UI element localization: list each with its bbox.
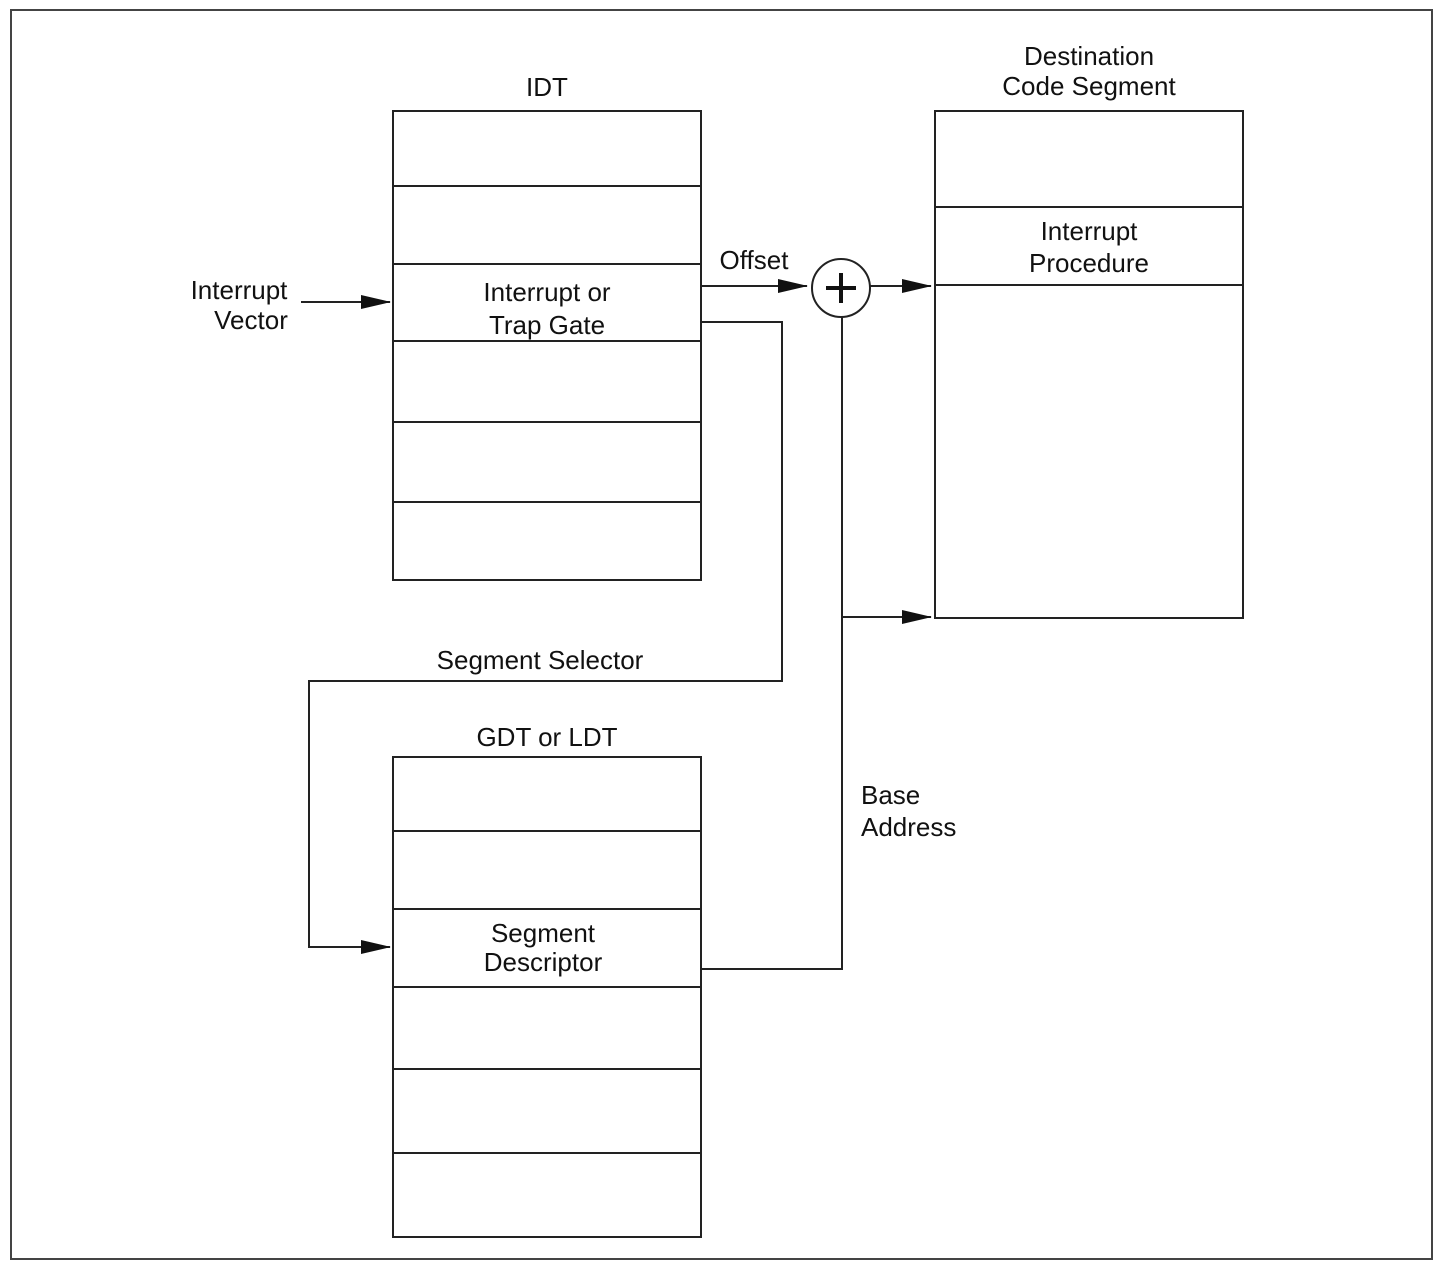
offset-label: Offset [720,245,790,275]
interrupt-vector-label-line1: Interrupt [191,275,289,305]
gdt-descriptor-label-line1: Segment [491,918,596,948]
dest-title-line2: Code Segment [1002,71,1176,101]
interrupt-vector-label-line2: Vector [214,305,288,335]
base-address-path [701,317,843,970]
segment-selector-label: Segment Selector [437,645,644,675]
gdt-table-outline [392,756,702,1238]
gdt-descriptor-label-line2: Descriptor [484,947,603,977]
gdt-ldt-table [392,756,702,1238]
dest-title-line1: Destination [1024,41,1154,71]
idt-gate-label-line1: Interrupt or [483,277,611,307]
adder-plus-icon [811,258,871,318]
dest-procedure-label-line2: Procedure [1029,248,1149,278]
base-address-label-line2: Address [861,812,956,842]
idt-table [392,110,702,581]
idt-gate-label-line2: Trap Gate [489,310,605,340]
idt-title: IDT [526,72,568,102]
destination-code-segment [934,110,1244,619]
idt-table-outline [392,110,702,581]
base-address-label-line1: Base [861,780,920,810]
segment-selector-path [308,321,783,954]
dest-procedure-label-line1: Interrupt [1041,216,1139,246]
gdt-title: GDT or LDT [476,722,617,752]
dest-segment-outline [934,110,1244,619]
